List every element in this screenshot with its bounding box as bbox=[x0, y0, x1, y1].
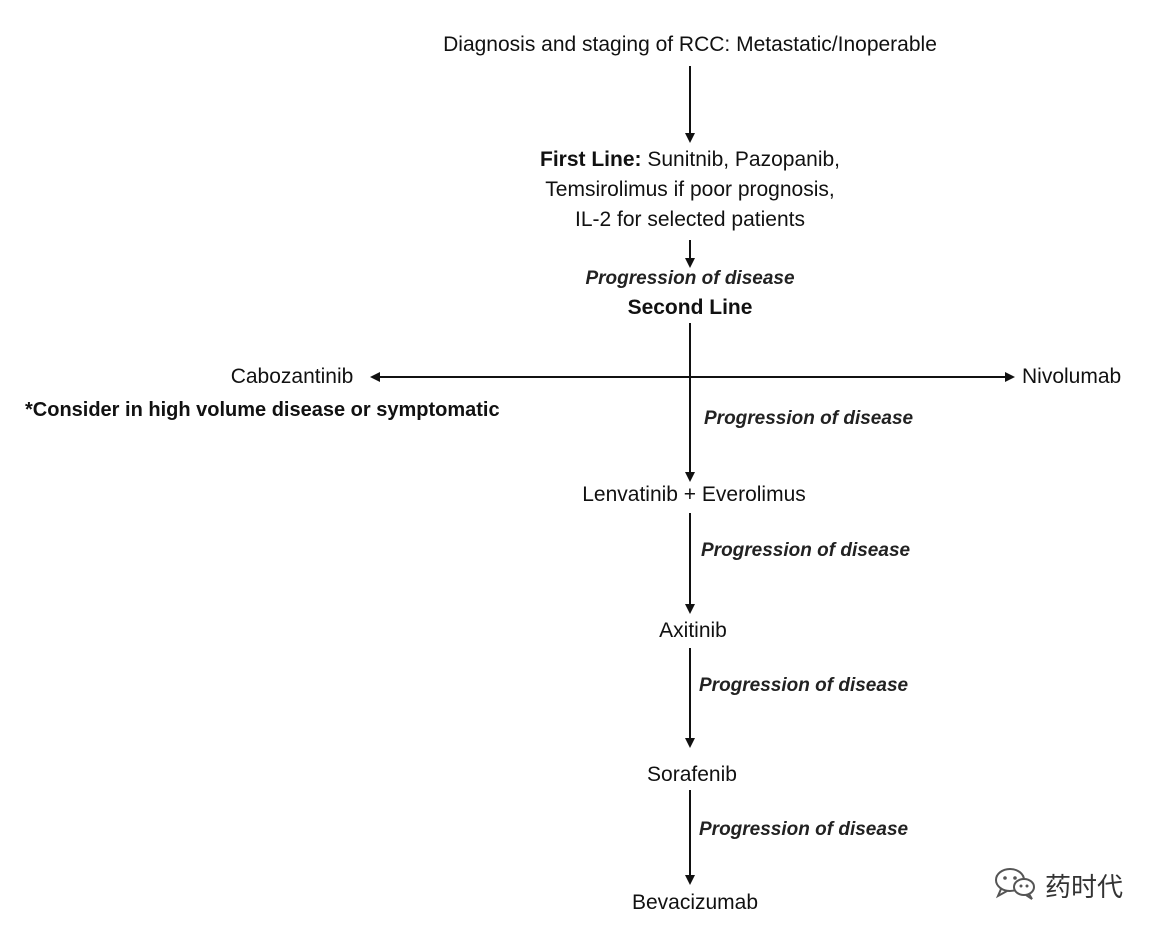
node-nivolumab: Nivolumab bbox=[1022, 365, 1122, 388]
wechat-icon bbox=[993, 866, 1037, 905]
node-lenvatinib-everolimus: Lenvatinib + Everolimus bbox=[582, 483, 806, 506]
progression-label-sorafenib: Progression of disease bbox=[699, 819, 909, 840]
cabozantinib-note: *Consider in high volume disease or symp… bbox=[25, 399, 500, 421]
node-cabozantinib: Cabozantinib bbox=[230, 365, 354, 388]
progression-label-lenvatinib: Progression of disease bbox=[701, 540, 911, 561]
node-sorafenib: Sorafenib bbox=[647, 763, 737, 786]
progression-label-second-line: Progression of disease bbox=[704, 408, 914, 429]
watermark: 药时代 bbox=[993, 866, 1124, 905]
node-root: Diagnosis and staging of RCC: Metastatic… bbox=[443, 30, 937, 60]
progression-label-first: Progression of disease bbox=[585, 268, 795, 289]
first-line-drugs: Sunitnib, Pazopanib, bbox=[647, 148, 840, 171]
node-axitinib: Axitinib bbox=[659, 619, 727, 642]
watermark-text: 药时代 bbox=[1045, 872, 1124, 903]
node-bevacizumab: Bevacizumab bbox=[631, 891, 759, 914]
node-first-line: First Line: Sunitnib, Pazopanib, Temsiro… bbox=[540, 145, 840, 235]
first-line-row-1: First Line: Sunitnib, Pazopanib, bbox=[540, 145, 840, 175]
progression-label-axitinib: Progression of disease bbox=[699, 675, 909, 696]
node-second-line: Second Line bbox=[627, 296, 753, 319]
node-root-label: Diagnosis and staging of RCC: Metastatic… bbox=[443, 33, 937, 56]
first-line-row-2: Temsirolimus if poor prognosis, bbox=[545, 178, 835, 201]
first-line-row-3: IL-2 for selected patients bbox=[575, 208, 805, 231]
first-line-heading: First Line: bbox=[540, 148, 642, 171]
